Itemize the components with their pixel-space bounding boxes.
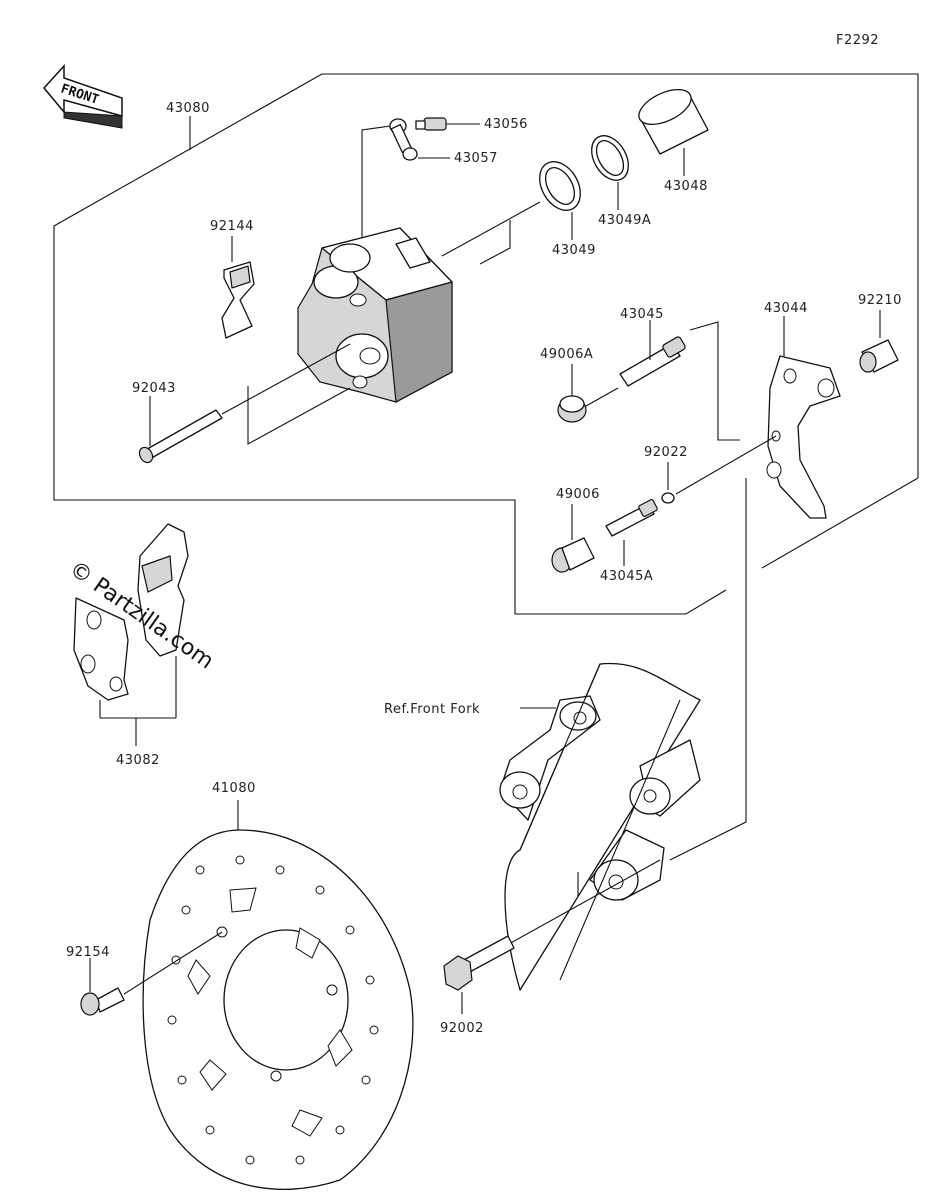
part-label-43056: 43056 — [484, 117, 528, 132]
part-label-43080: 43080 — [166, 101, 210, 116]
front-arrow-icon: FRONT — [43, 64, 123, 129]
part-label-92043: 92043 — [132, 381, 176, 396]
retaining-clip — [661, 435, 777, 504]
pad-spring — [221, 236, 255, 339]
caliper-body — [297, 227, 453, 403]
disc-screw — [80, 931, 223, 1016]
pin-boot-lower — [551, 504, 595, 573]
caliper-pin — [138, 343, 351, 464]
part-label-43049: 43049 — [552, 243, 596, 258]
part-label-43057: 43057 — [454, 151, 498, 166]
part-label-92144: 92144 — [210, 219, 254, 234]
part-label-92210: 92210 — [858, 293, 902, 308]
piston-seal — [539, 161, 581, 240]
part-label-43082: 43082 — [116, 753, 160, 768]
assembly-outline — [322, 73, 919, 478]
part-label-43045a: 43045A — [600, 569, 653, 584]
reference-label-front-fork: Ref.Front Fork — [384, 702, 480, 717]
bleeder-valve — [415, 117, 480, 131]
part-label-92002: 92002 — [440, 1021, 484, 1036]
brake-disc — [142, 800, 414, 1190]
part-label-49006a: 49006A — [540, 347, 593, 362]
slide-pin-lower — [605, 499, 658, 566]
front-fork — [499, 662, 701, 991]
part-label-43045: 43045 — [620, 307, 664, 322]
pin-boot — [557, 364, 619, 423]
figure-code: F2292 — [836, 33, 879, 48]
part-label-41080: 41080 — [212, 781, 256, 796]
brake-pads — [73, 523, 189, 746]
part-label-92022: 92022 — [644, 445, 688, 460]
mounting-bolt — [443, 935, 515, 1014]
bracket-collar — [859, 310, 899, 373]
part-label-43049a: 43049A — [598, 213, 651, 228]
part-label-49006: 49006 — [556, 487, 600, 502]
part-label-92154: 92154 — [66, 945, 110, 960]
slide-pin — [619, 320, 686, 387]
part-label-43048: 43048 — [664, 179, 708, 194]
caliper-bracket — [766, 316, 841, 519]
part-label-43044: 43044 — [764, 301, 808, 316]
dust-seal — [591, 135, 629, 210]
caliper-piston — [638, 89, 709, 176]
